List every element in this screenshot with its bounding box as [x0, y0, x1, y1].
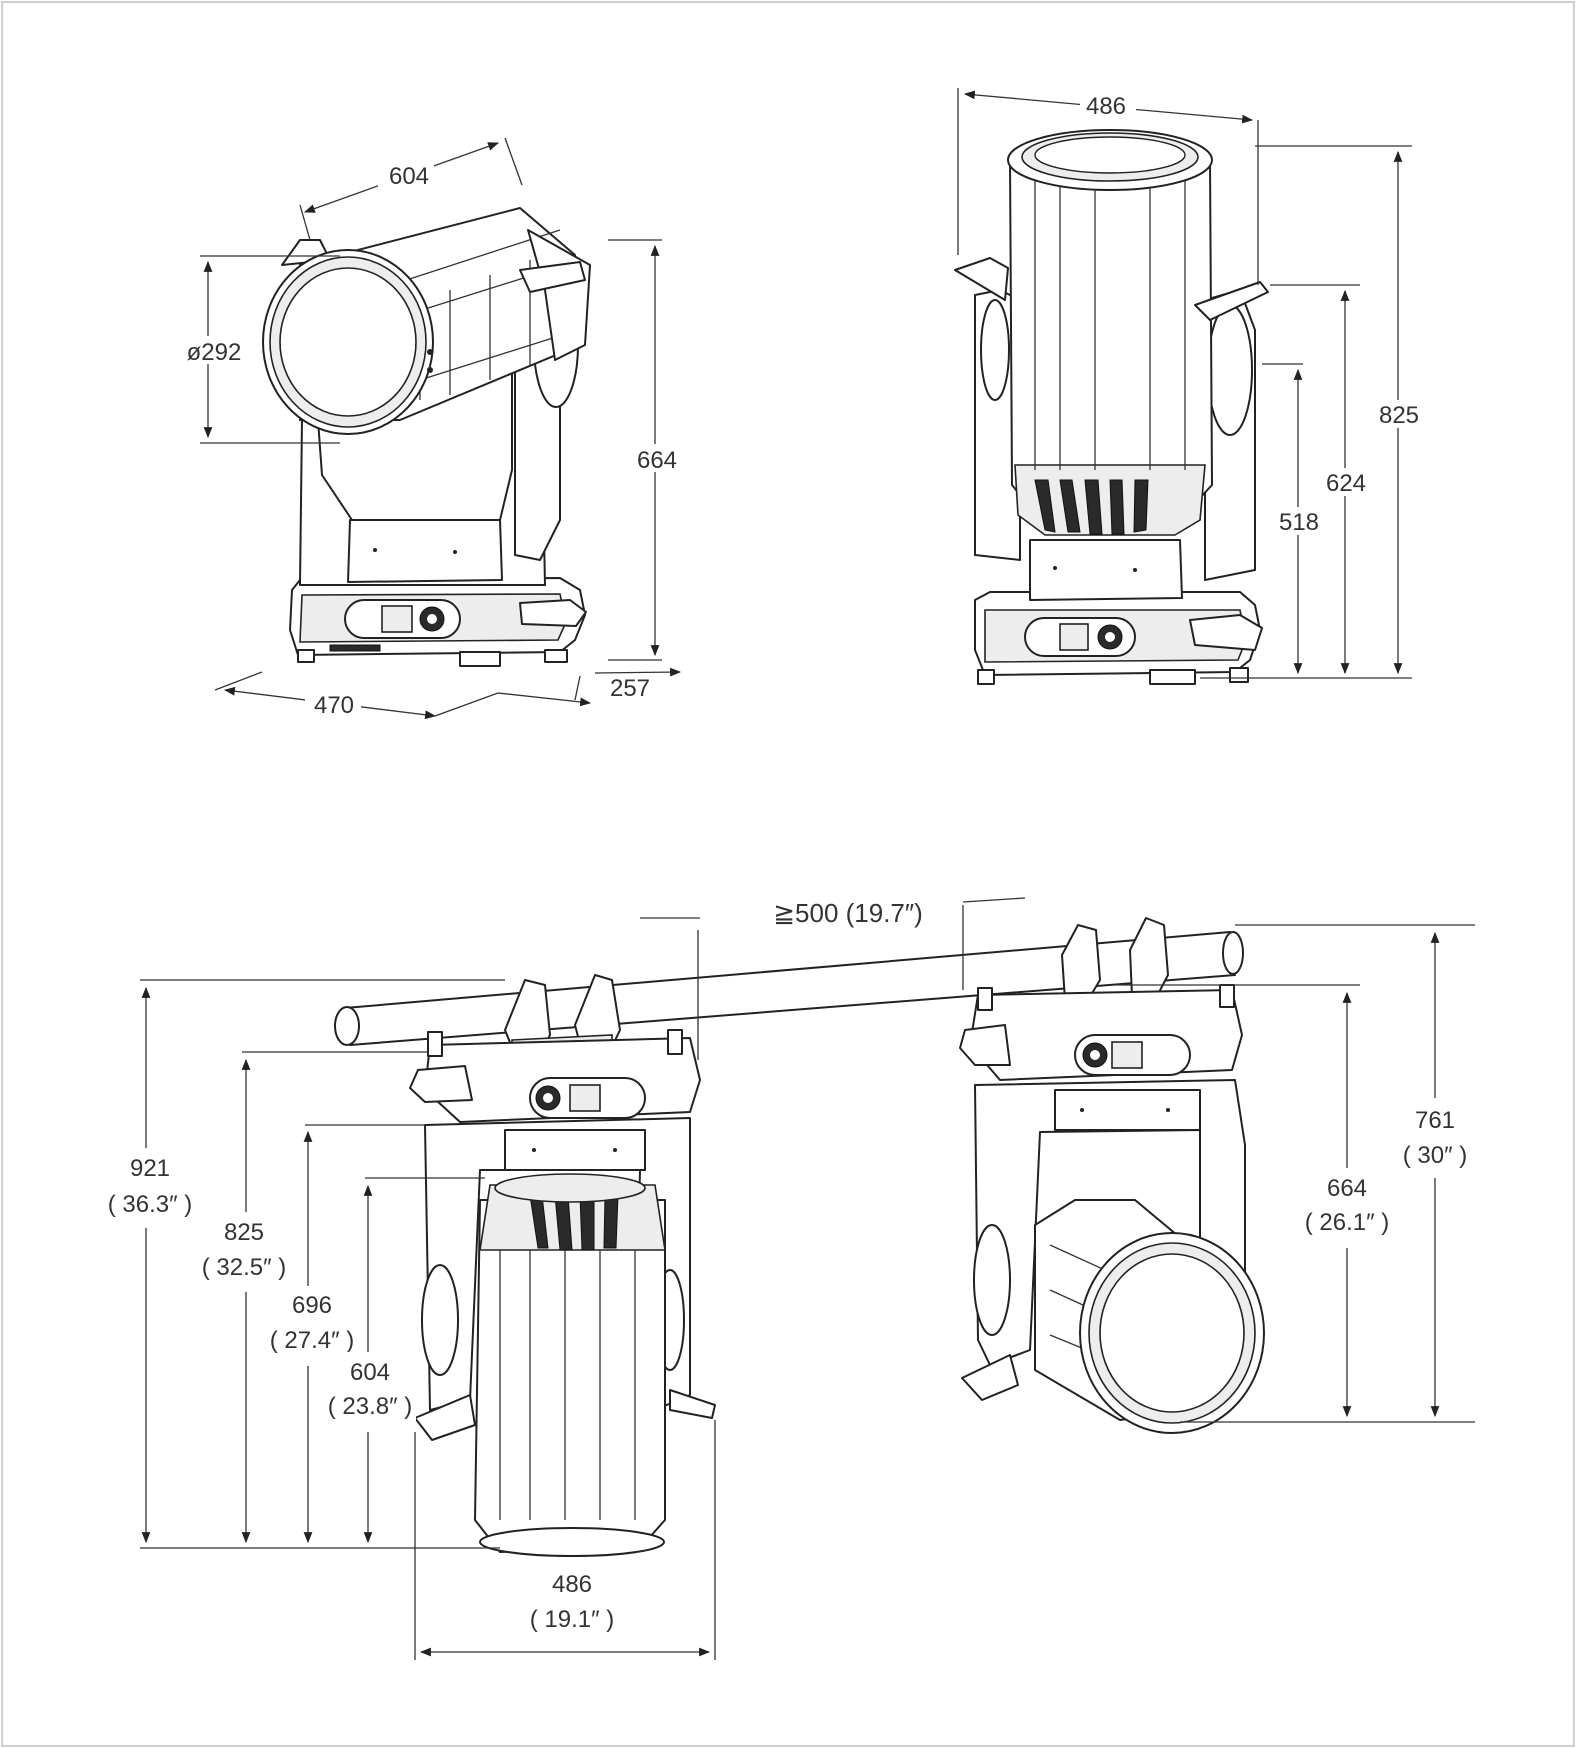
dim-hv-825: 825: [224, 1219, 264, 1246]
dim-hv-696-in: ( 27.4″ ): [270, 1327, 355, 1354]
dim-hv-921-in: ( 36.3″ ): [108, 1191, 193, 1218]
dim-hv-486: 486: [552, 1571, 592, 1598]
dim-hv-604: 604: [350, 1359, 390, 1386]
hanging-horizontal-fixture: [959, 917, 1265, 1434]
hanging-vertical-dimensions: [140, 897, 1026, 1660]
side-view-fixture: [954, 129, 1269, 685]
front-view-fixture: [262, 207, 591, 667]
dim-side-height-yoke: 624: [1326, 470, 1366, 497]
dim-front-base-depth: 257: [610, 675, 650, 702]
dim-hh-761-in: ( 30″ ): [1403, 1142, 1468, 1169]
dim-hv-696: 696: [292, 1292, 332, 1319]
dim-front-lens-width: 604: [389, 163, 429, 190]
dim-clearance: ≧500 (19.7″): [773, 898, 923, 928]
dim-hv-486-in: ( 19.1″ ): [530, 1606, 615, 1633]
dim-front-base-width: 470: [314, 692, 354, 719]
hanging-vertical-fins: [529, 1194, 619, 1251]
dim-hh-664: 664: [1327, 1175, 1367, 1202]
dim-front-lens-diameter: ø292: [187, 339, 242, 366]
side-view-fins: [1034, 479, 1149, 535]
dim-hv-604-in: ( 23.8″ ): [328, 1393, 413, 1420]
dim-hv-921: 921: [130, 1155, 170, 1182]
dim-hv-825-in: ( 32.5″ ): [202, 1254, 287, 1281]
dim-side-height-total: 825: [1379, 402, 1419, 429]
truss-tube: [334, 931, 1244, 1046]
hanging-vertical-fixture: [409, 974, 716, 1557]
dim-hh-761: 761: [1415, 1107, 1455, 1134]
dim-front-height: 664: [637, 447, 677, 474]
dim-side-width: 486: [1086, 93, 1126, 120]
dim-side-height-arm: 518: [1279, 509, 1319, 536]
dim-hh-664-in: ( 26.1″ ): [1305, 1209, 1390, 1236]
